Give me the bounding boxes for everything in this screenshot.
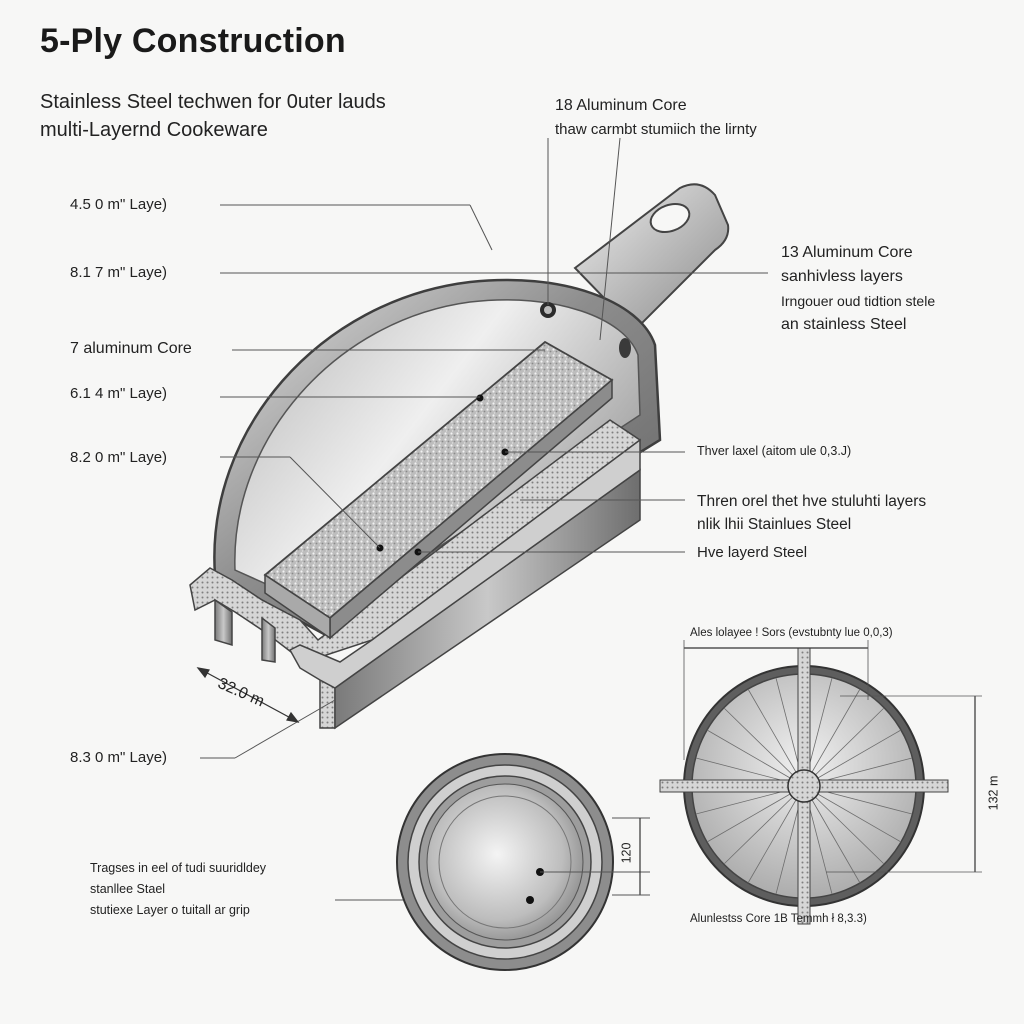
callout-line: an stainless Steel xyxy=(781,316,907,333)
callout-line: 13 Aluminum Core xyxy=(781,244,913,261)
label-line: nlik lhii Stainlues Steel xyxy=(697,516,852,533)
subtitle-line: Stainless Steel techwen for 0uter lauds xyxy=(40,91,386,113)
cross-section-edge xyxy=(189,419,642,730)
layer-note-label: Thver laxel (aitom ule 0,3.J) xyxy=(697,444,852,458)
core-label: 7 aluminum Core xyxy=(70,340,192,357)
callout-line: 18 Aluminum Core xyxy=(555,97,687,114)
layer-label: 8.3 0 m" Laye) xyxy=(70,749,168,766)
note-line: stutiexe Layer o tuitall ar grip xyxy=(90,903,250,917)
top-callout: 18 Aluminum Core thaw carmbt stumiich th… xyxy=(555,94,757,142)
note-line: Tragses in eel of tudi suuridldey xyxy=(90,861,267,875)
cross-section-view xyxy=(659,640,982,925)
pan-handle xyxy=(573,183,730,332)
callout-line: thaw carmbt stumiich the lirnty xyxy=(555,121,757,138)
layer-label: 8.2 0 m" Laye) xyxy=(70,449,168,466)
pan-width-dimension-line xyxy=(196,667,300,723)
label-line: Thren orel thet hve stuluhti layers xyxy=(697,493,927,510)
outer-layers-label: Thren orel thet hve stuluhti layers nlik… xyxy=(697,490,926,536)
cross-section-bottom-label: Alunlestss Core 1B Temmh ł 8,3.3) xyxy=(690,913,867,925)
cross-section-top-label: Ales lolayee ! Sors (evstubnty lue 0,0,3… xyxy=(690,627,893,639)
cross-section-height-dimension: 132 m xyxy=(986,775,1001,811)
aluminum-core-slab xyxy=(263,340,614,640)
note-line: stanllee Stael xyxy=(90,882,166,896)
callout-line: sanhivless layers xyxy=(781,268,903,285)
layer-label: 8.1 7 m" Laye) xyxy=(70,264,168,281)
right-callout: 13 Aluminum Core sanhivless layers Irngo… xyxy=(781,241,935,337)
layer-label: 4.5 0 m" Laye) xyxy=(70,196,168,213)
layered-steel-label: Hve layerd Steel xyxy=(697,544,808,561)
bottom-note: Tragses in eel of tudi suuridldey stanll… xyxy=(90,858,266,921)
page-subtitle: Stainless Steel techwen for 0uter lauds … xyxy=(40,88,386,144)
base-height-dimension: 120 xyxy=(619,842,634,864)
pan-base-view xyxy=(396,753,650,971)
callout-line: Irngouer oud tidtion stele xyxy=(781,293,936,309)
page-title: 5-Ply Construction xyxy=(40,22,346,60)
layer-label: 6.1 4 m" Laye) xyxy=(70,385,168,402)
subtitle-line: multi-Layernd Cookeware xyxy=(40,119,268,141)
